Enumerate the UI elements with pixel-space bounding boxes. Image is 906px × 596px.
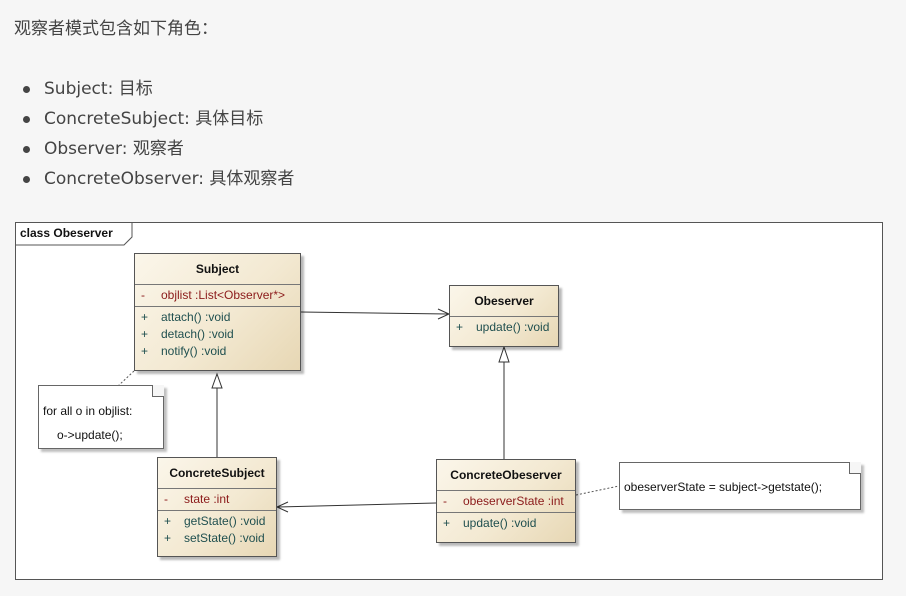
intro-text: 观察者模式包含如下角色： bbox=[14, 19, 218, 39]
class-observer: Obeserver + update() :void bbox=[449, 285, 559, 347]
note-anchor-notify bbox=[117, 370, 135, 387]
operation-row: + getState() :void bbox=[158, 513, 276, 530]
note-fold-icon bbox=[849, 462, 861, 474]
role-name: Subject bbox=[44, 79, 108, 99]
note-state: obeserverState = subject->getstate(); bbox=[619, 462, 861, 510]
role-desc: : 具体目标 bbox=[184, 109, 264, 129]
operation-row: + update() :void bbox=[437, 515, 575, 532]
class-concrete-subject: ConcreteSubject - state :int + getState() … bbox=[157, 457, 277, 557]
class-concrete-observer: ConcreteObeserver - obeserverState :int +… bbox=[436, 459, 576, 543]
bullet-icon bbox=[23, 116, 30, 123]
roles-list: Subject: 目标 ConcreteSubject: 具体目标 Observ… bbox=[22, 74, 294, 194]
visibility-marker: + bbox=[164, 514, 172, 528]
association-subject-observer bbox=[300, 311, 449, 315]
attribute-row: - objlist :List<Observer*> bbox=[135, 287, 300, 304]
visibility-marker: - bbox=[141, 288, 145, 302]
diagram-connectors bbox=[16, 223, 620, 513]
operation-row: + detach() :void bbox=[135, 326, 300, 343]
operation-row: + notify() :void bbox=[135, 343, 300, 360]
operation-row: + setState() :void bbox=[158, 530, 276, 547]
operations-section: + attach() :void + detach() :void + notify(… bbox=[135, 307, 300, 362]
operation-text: getState() :void bbox=[184, 514, 266, 528]
role-item-subject: Subject: 目标 bbox=[22, 74, 294, 104]
class-name: ConcreteSubject bbox=[158, 458, 276, 489]
class-name: ConcreteObeserver bbox=[437, 460, 575, 491]
class-subject: Subject - objlist :List<Observer*> + attac… bbox=[134, 253, 301, 371]
role-desc: : 目标 bbox=[107, 79, 153, 99]
operations-section: + update() :void bbox=[437, 513, 575, 534]
association-observer-subject bbox=[277, 502, 437, 508]
attributes-section: - objlist :List<Observer*> bbox=[135, 285, 300, 307]
attribute-row: - state :int bbox=[158, 491, 276, 508]
operations-section: + getState() :void + setState() :void bbox=[158, 511, 276, 549]
attributes-section: - obeserverState :int bbox=[437, 491, 575, 513]
inheritance-triangle-icon bbox=[498, 345, 510, 363]
visibility-marker: + bbox=[443, 516, 451, 530]
role-name: ConcreteObserver bbox=[44, 169, 199, 189]
role-desc: : 具体观察者 bbox=[198, 169, 295, 189]
operation-text: detach() :void bbox=[161, 327, 234, 341]
bullet-icon bbox=[23, 146, 30, 153]
note-line: o->update(); bbox=[57, 428, 123, 442]
role-name: Observer bbox=[44, 139, 122, 159]
arrowhead-icon bbox=[275, 501, 289, 513]
frame-label: class Obeserver bbox=[20, 226, 113, 240]
class-name: Obeserver bbox=[450, 286, 558, 317]
visibility-marker: - bbox=[443, 494, 447, 508]
note-anchor-state bbox=[575, 485, 620, 496]
operations-section: + update() :void bbox=[450, 317, 558, 338]
attribute-text: obeserverState :int bbox=[463, 494, 564, 508]
visibility-marker: - bbox=[164, 492, 168, 506]
visibility-marker: + bbox=[141, 310, 149, 324]
operation-text: attach() :void bbox=[161, 310, 231, 324]
role-item-observer: Observer: 观察者 bbox=[22, 134, 294, 164]
role-item-concrete-subject: ConcreteSubject: 具体目标 bbox=[22, 104, 294, 134]
visibility-marker: + bbox=[164, 531, 172, 545]
visibility-marker: + bbox=[141, 344, 149, 358]
bullet-icon bbox=[23, 176, 30, 183]
operation-row: + attach() :void bbox=[135, 309, 300, 326]
visibility-marker: + bbox=[456, 320, 464, 334]
attribute-text: state :int bbox=[184, 492, 230, 506]
note-notify: for all o in objlist: o->update(); bbox=[38, 385, 164, 449]
inheritance-triangle-icon bbox=[211, 372, 223, 389]
operation-text: notify() :void bbox=[161, 344, 227, 358]
role-desc: : 观察者 bbox=[121, 139, 184, 159]
visibility-marker: + bbox=[141, 327, 149, 341]
operation-text: setState() :void bbox=[184, 531, 265, 545]
note-fold-icon bbox=[152, 385, 164, 397]
operation-row: + update() :void bbox=[450, 319, 558, 336]
operation-text: update() :void bbox=[476, 320, 550, 334]
attribute-row: - obeserverState :int bbox=[437, 493, 575, 510]
diagram-frame: class Obeserver Subject - objlist :List<O… bbox=[15, 222, 883, 580]
class-name: Subject bbox=[135, 254, 300, 285]
note-line: for all o in objlist: bbox=[43, 404, 133, 418]
attributes-section: - state :int bbox=[158, 489, 276, 511]
operation-text: update() :void bbox=[463, 516, 537, 530]
attribute-text: objlist :List<Observer*> bbox=[161, 288, 286, 302]
role-name: ConcreteSubject bbox=[44, 109, 185, 129]
role-item-concrete-observer: ConcreteObserver: 具体观察者 bbox=[22, 164, 294, 194]
note-line: obeserverState = subject->getstate(); bbox=[624, 480, 823, 494]
frame-tab-outline bbox=[16, 223, 133, 246]
bullet-icon bbox=[23, 86, 30, 93]
